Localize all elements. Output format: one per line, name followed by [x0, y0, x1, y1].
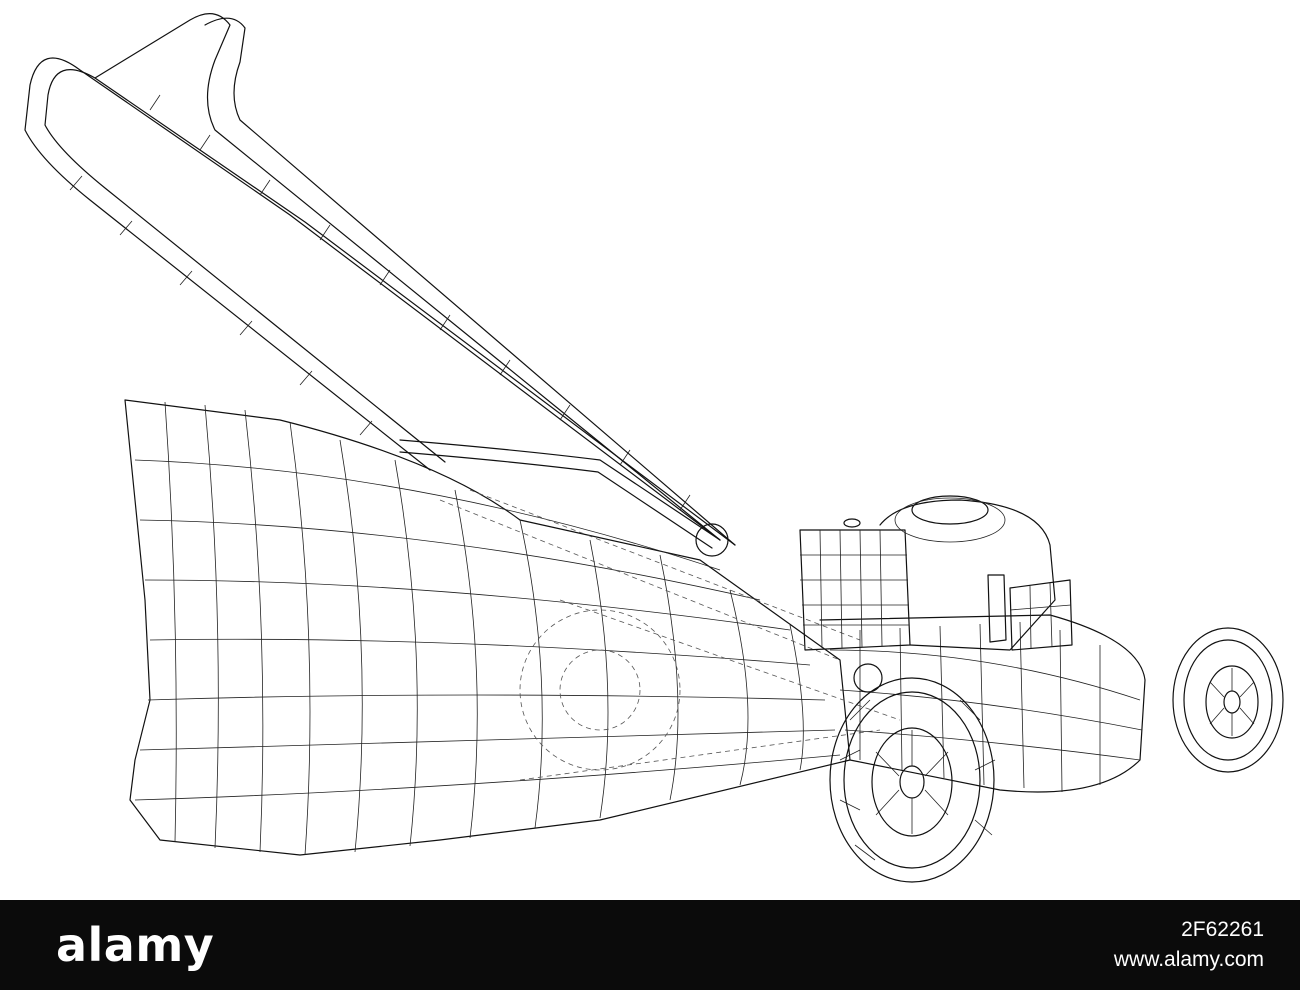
watermark-bar: alamy 2F62261 www.alamy.com: [0, 900, 1300, 990]
engine: [799, 495, 1073, 651]
site-url-label: www.alamy.com: [1113, 948, 1264, 971]
front-wheel: [829, 677, 996, 883]
image-id-label: 2F62261: [1181, 918, 1264, 941]
deck-knob: [853, 663, 883, 693]
grass-bag: [124, 399, 851, 856]
brand-logo: alamy: [56, 918, 215, 972]
lawn-mower-wireframe-illustration: [24, 13, 1284, 883]
handle: [24, 13, 736, 557]
lawn-mower-wireframe-icon: [24, 13, 1284, 883]
rear-wheel: [1172, 627, 1284, 773]
mower-deck: [819, 614, 1146, 793]
hidden-lines: [439, 489, 901, 781]
watermark-info: 2F62261 www.alamy.com: [1114, 918, 1264, 972]
